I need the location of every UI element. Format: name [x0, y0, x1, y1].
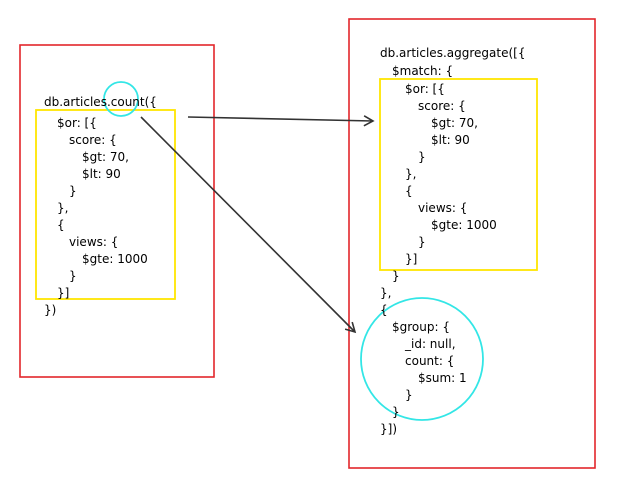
- left-code-line: $gte: 1000: [82, 252, 148, 266]
- left-code-line: views: {: [69, 235, 119, 249]
- right-code-line: },: [380, 286, 392, 300]
- right-code-line: }: [418, 235, 426, 249]
- right-code-line: count: {: [405, 354, 455, 368]
- right-code-line: $or: [{: [405, 82, 445, 96]
- right-code-line: $match: {: [392, 64, 454, 78]
- right-code-line: }: [405, 388, 413, 402]
- right-code-line: _id: null,: [405, 337, 456, 351]
- left-code-line: $lt: 90: [82, 167, 121, 181]
- count-callout-circle: [103, 81, 139, 117]
- left-code-line: db.articles.count({: [44, 95, 157, 109]
- right-code-line: },: [405, 167, 417, 181]
- group-callout-circle: [360, 297, 484, 421]
- right-code-line: $gt: 70,: [431, 116, 478, 130]
- right-code-line: }: [392, 405, 400, 419]
- left-code-line: }): [44, 303, 57, 317]
- left-code-line: }: [69, 269, 77, 283]
- right-highlight-box: [379, 78, 538, 271]
- right-code-line: $group: {: [392, 320, 450, 334]
- right-code-line: {: [405, 184, 413, 198]
- arrow-to-match: [187, 115, 375, 127]
- right-code-line: }]): [380, 422, 397, 436]
- right-code-line: }: [392, 269, 400, 283]
- right-code-line: $lt: 90: [431, 133, 470, 147]
- right-code-line: }: [418, 150, 426, 164]
- left-code-line: {: [57, 218, 65, 232]
- left-outer-box: [19, 44, 215, 378]
- right-code-line: $gte: 1000: [431, 218, 497, 232]
- right-code-line: score: {: [418, 99, 466, 113]
- left-code-line: },: [57, 201, 69, 215]
- left-code-line: score: {: [69, 133, 117, 147]
- right-code-line: {: [380, 303, 388, 317]
- left-highlight-box: [35, 109, 176, 300]
- left-code-line: }: [69, 184, 77, 198]
- right-outer-box: [348, 18, 596, 469]
- left-code-line: $or: [{: [57, 116, 97, 130]
- right-code-line: $sum: 1: [418, 371, 467, 385]
- right-code-line: }]: [405, 252, 418, 266]
- arrow-to-group: [140, 116, 357, 334]
- left-code-line: $gt: 70,: [82, 150, 129, 164]
- right-code-line: views: {: [418, 201, 468, 215]
- right-code-line: db.articles.aggregate([{: [380, 46, 526, 60]
- left-code-line: }]: [57, 286, 70, 300]
